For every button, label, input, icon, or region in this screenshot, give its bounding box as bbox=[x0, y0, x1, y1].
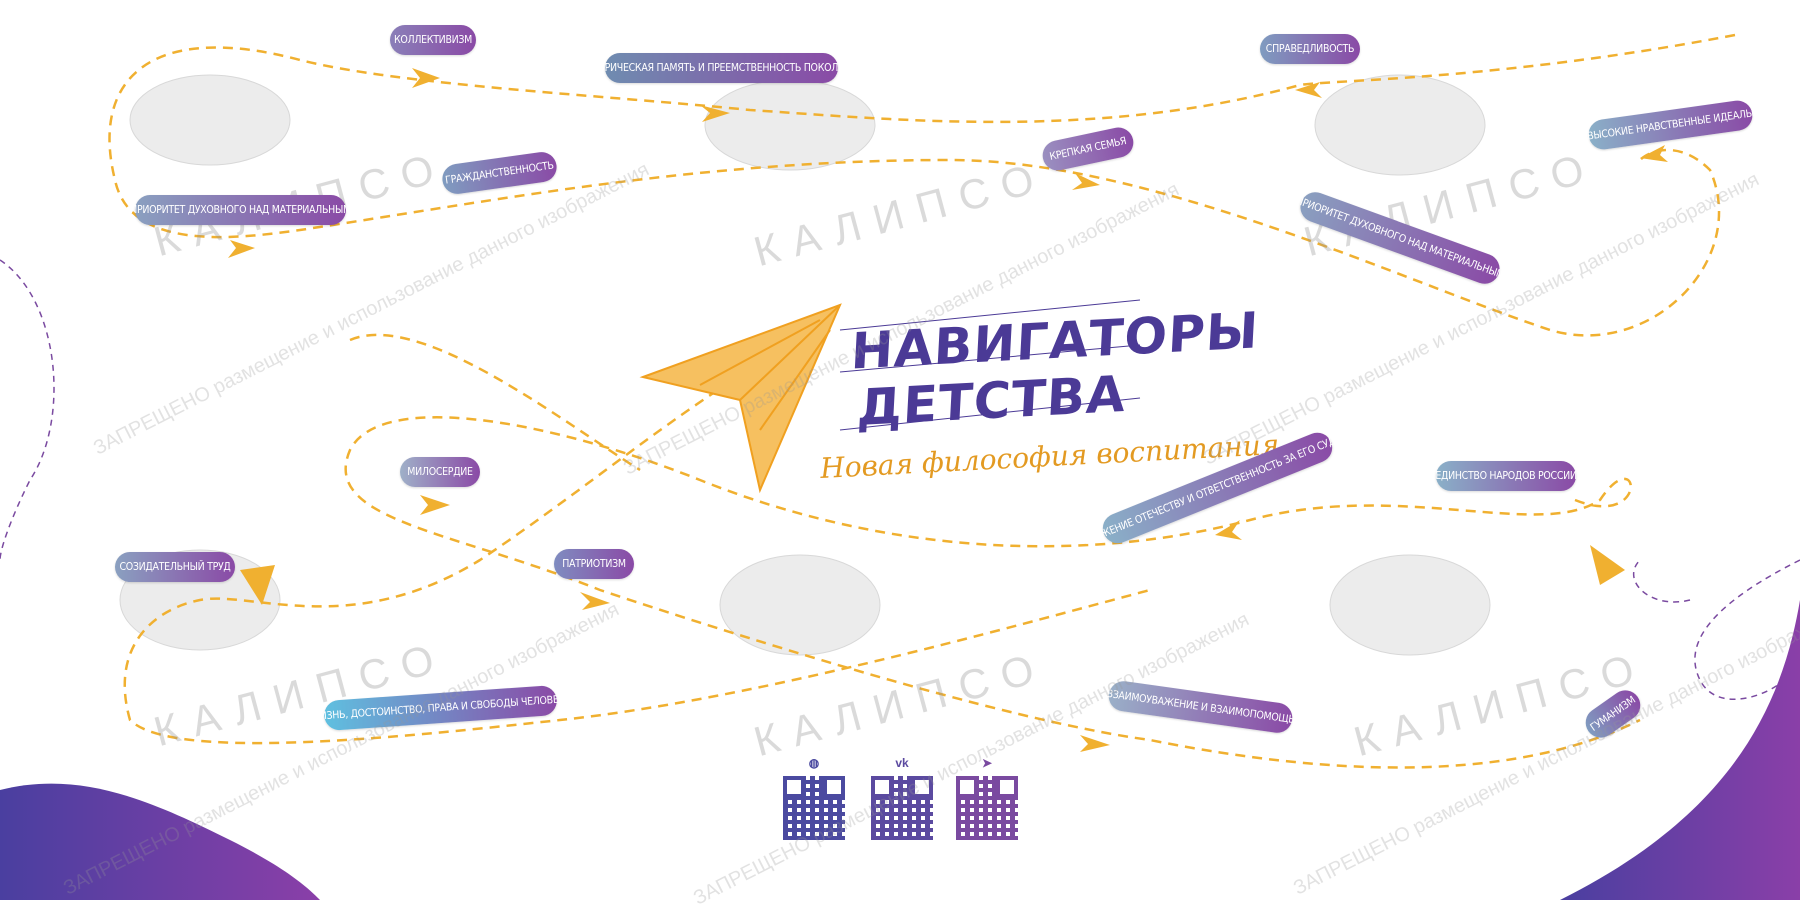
value-pill: Коллективизм bbox=[390, 25, 476, 55]
telegram-icon: ➤ bbox=[981, 756, 993, 770]
value-pill: Патриотизм bbox=[554, 549, 634, 579]
value-pill: Единство народов России bbox=[1435, 461, 1577, 491]
qr-code-telegram[interactable] bbox=[956, 776, 1018, 840]
logo-plane-icon bbox=[639, 303, 842, 494]
qr-code-website[interactable] bbox=[783, 776, 845, 840]
purple-dashed-curves bbox=[0, 259, 1800, 700]
fish-illustrations bbox=[119, 74, 1491, 656]
paper-plane-marks bbox=[228, 68, 1668, 752]
dashed-route bbox=[108, 33, 1736, 769]
qr-code-vk[interactable] bbox=[871, 776, 933, 840]
value-pill: Справедливость bbox=[1260, 34, 1360, 64]
bottom-right-blob bbox=[1560, 600, 1800, 900]
value-pill: Милосердие bbox=[400, 457, 480, 487]
value-pill: Историческая память и преемственность по… bbox=[579, 53, 864, 83]
value-pill: Приоритет духовного над материальным bbox=[130, 195, 351, 225]
globe-icon: ◍ bbox=[808, 756, 820, 770]
value-pill: Созидательный труд bbox=[115, 552, 235, 582]
bottom-left-blob bbox=[0, 783, 320, 900]
vk-icon: vk bbox=[895, 756, 909, 770]
logo-rules bbox=[839, 299, 1141, 431]
